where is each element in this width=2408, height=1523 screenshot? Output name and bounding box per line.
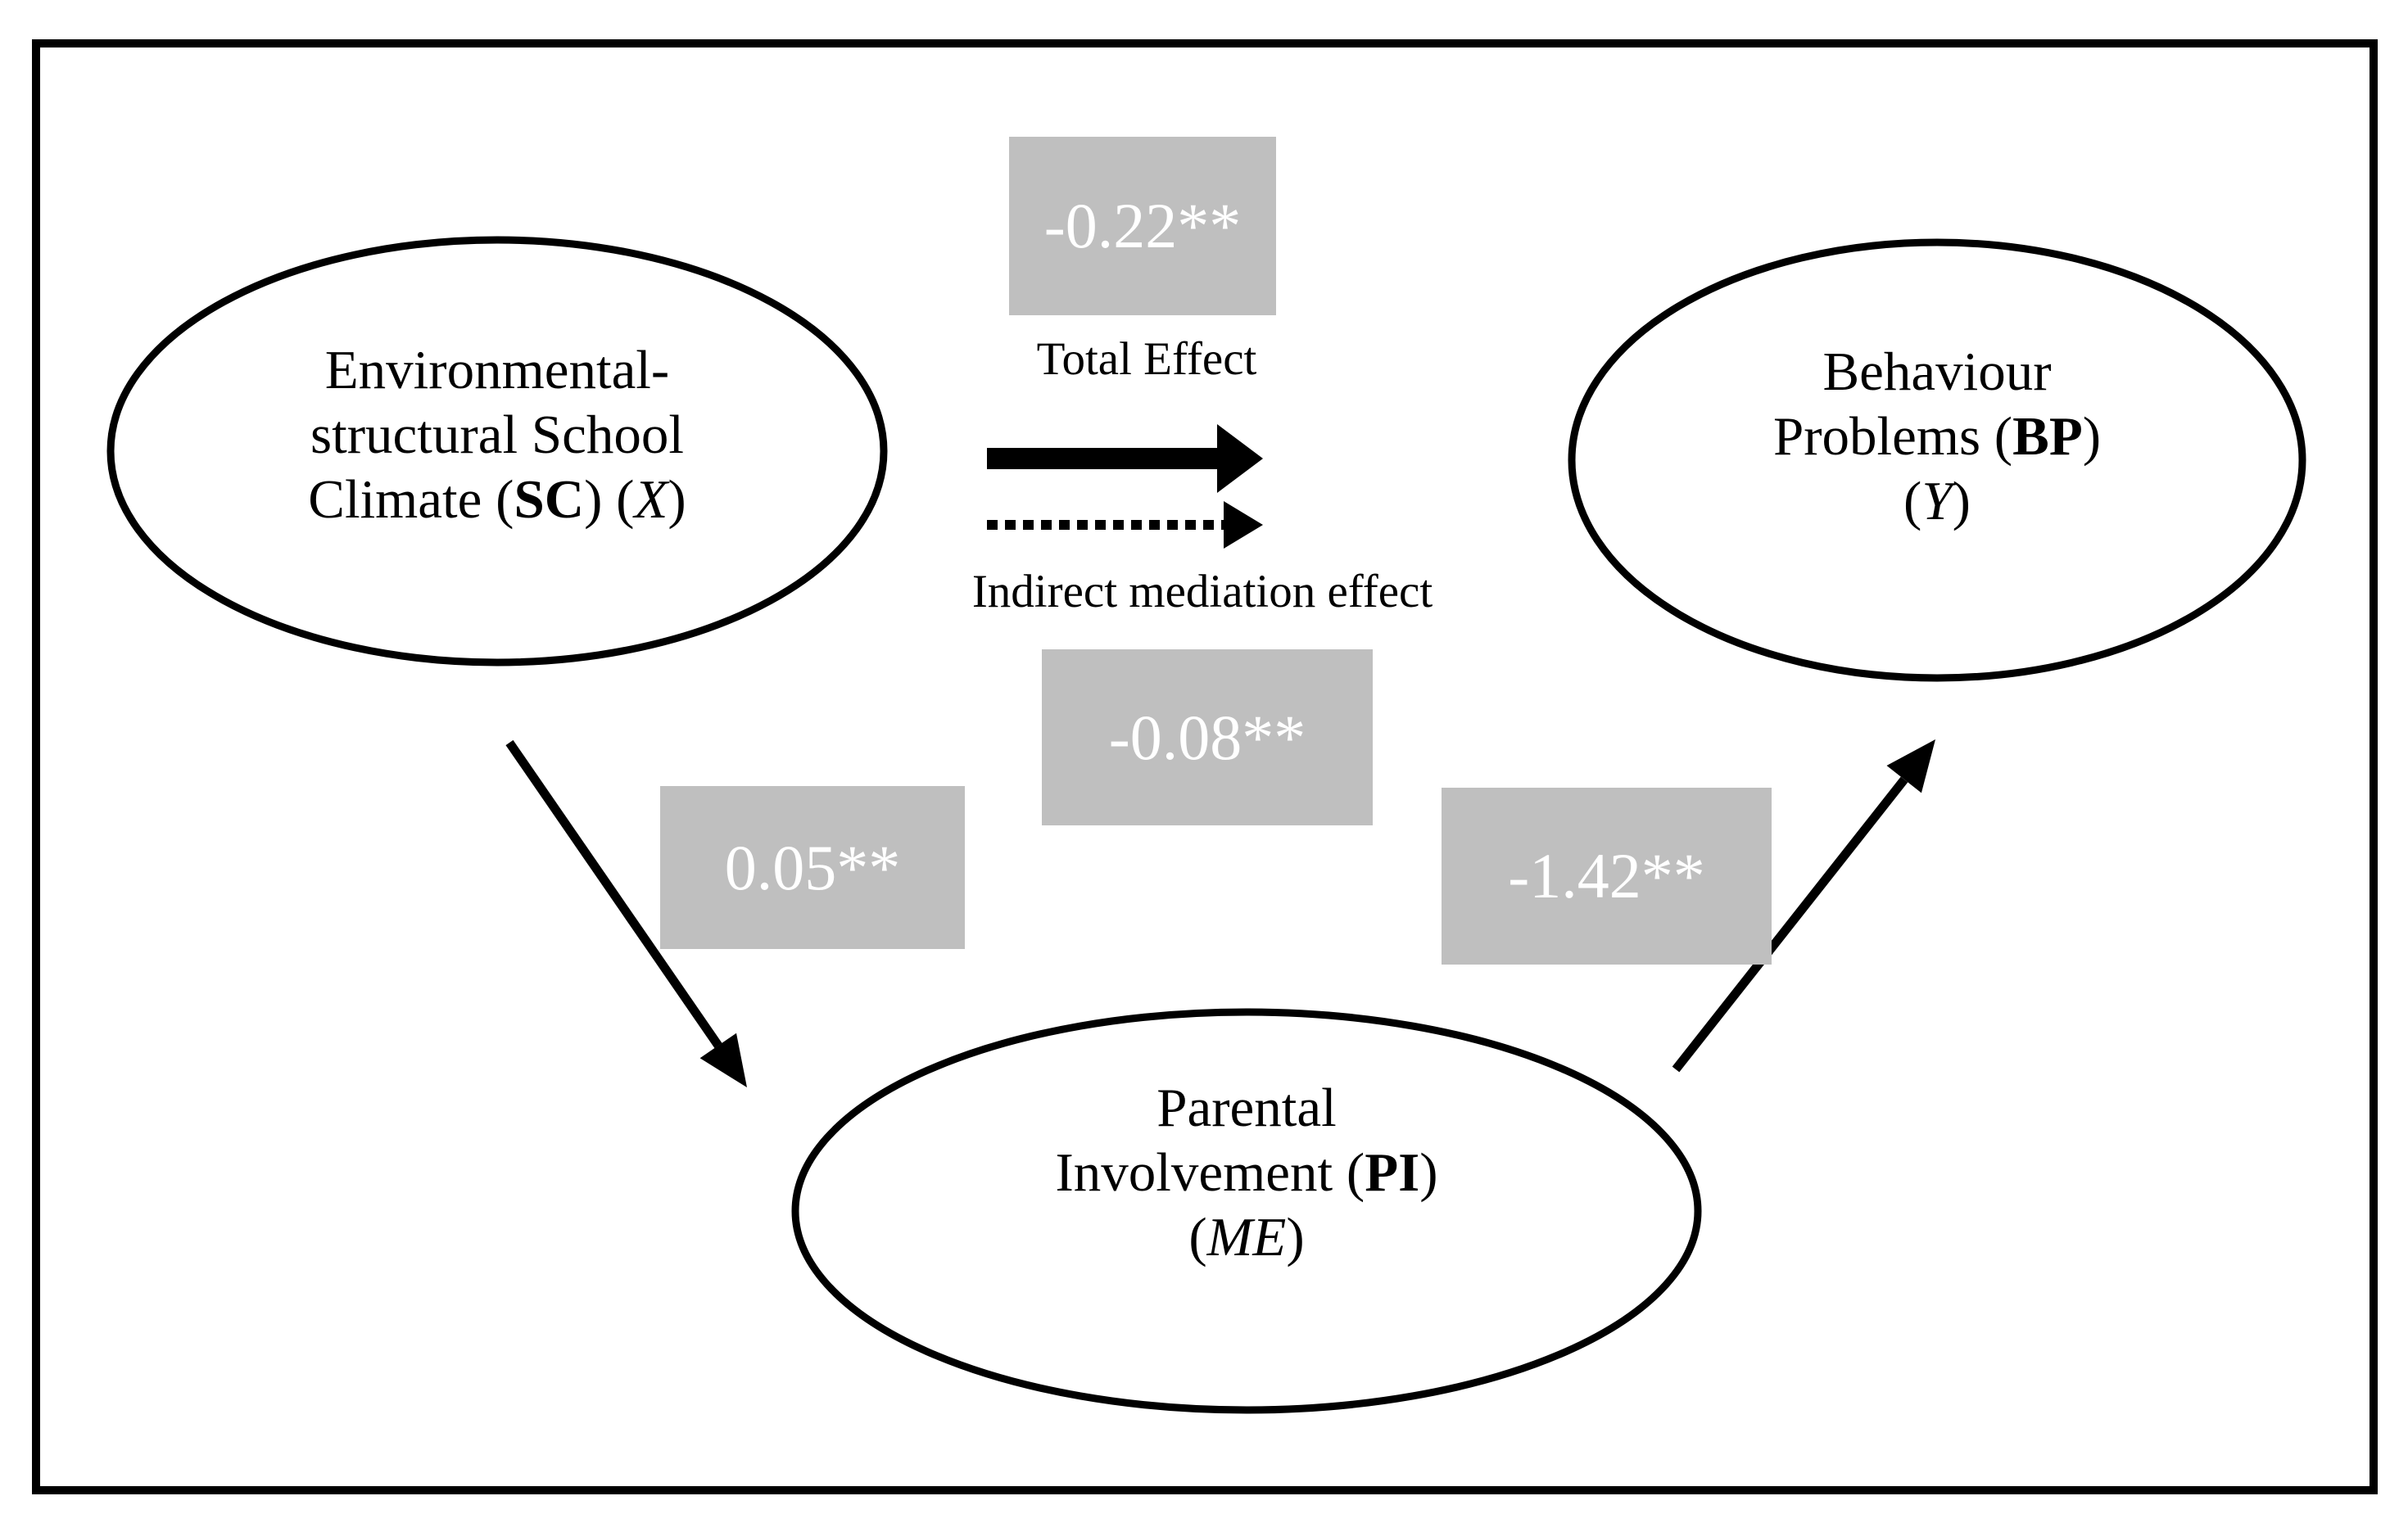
indirect-effect-arrow xyxy=(987,501,1263,549)
pi-ellipse xyxy=(791,1008,1702,1414)
bp-label-line2: Problems (BP) xyxy=(1772,406,2102,467)
a-path-coefficient: 0.05** xyxy=(724,831,901,903)
total-effect-coefficient-box: -0.22** xyxy=(1009,137,1276,315)
sc-label-line1: Environmental- xyxy=(324,340,670,400)
indirect-effect-label: Indirect mediation effect xyxy=(971,566,1433,617)
sc-to-pi-arrow xyxy=(505,739,747,1087)
b-path-coefficient-box: -1.42** xyxy=(1442,788,1772,965)
bp-label-line1: Behaviour xyxy=(1822,341,2052,402)
total-effect-arrow xyxy=(987,424,1263,493)
pi-label-line3: (ME) xyxy=(1188,1207,1305,1268)
sc-ellipse xyxy=(106,236,888,667)
b-path-coefficient: -1.42** xyxy=(1508,840,1705,911)
bp-node-label: Behaviour Problems (BP) (Y) xyxy=(1568,340,2306,534)
total-effect-label: Total Effect xyxy=(1036,333,1257,385)
pi-label-line1: Parental xyxy=(1156,1078,1337,1138)
a-path-coefficient-box: 0.05** xyxy=(660,786,965,949)
total-effect-coefficient: -0.22** xyxy=(1043,190,1242,261)
indirect-effect-coefficient-box: -0.08** xyxy=(1042,649,1373,825)
bp-label-line3: (Y) xyxy=(1903,471,1971,531)
sc-label-line2: structural School xyxy=(310,404,684,465)
pi-label-line2: Involvement (PI) xyxy=(1055,1142,1438,1203)
sc-label-line3: Climate (SC) (X) xyxy=(308,469,686,530)
bp-ellipse xyxy=(1568,238,2306,682)
pi-node-label: Parental Involvement (PI) (ME) xyxy=(878,1076,1615,1270)
sc-node-label: Environmental- structural School Climate… xyxy=(129,338,866,532)
indirect-effect-coefficient: -0.08** xyxy=(1108,701,1306,773)
pi-to-bp-arrow xyxy=(1672,739,1935,1073)
